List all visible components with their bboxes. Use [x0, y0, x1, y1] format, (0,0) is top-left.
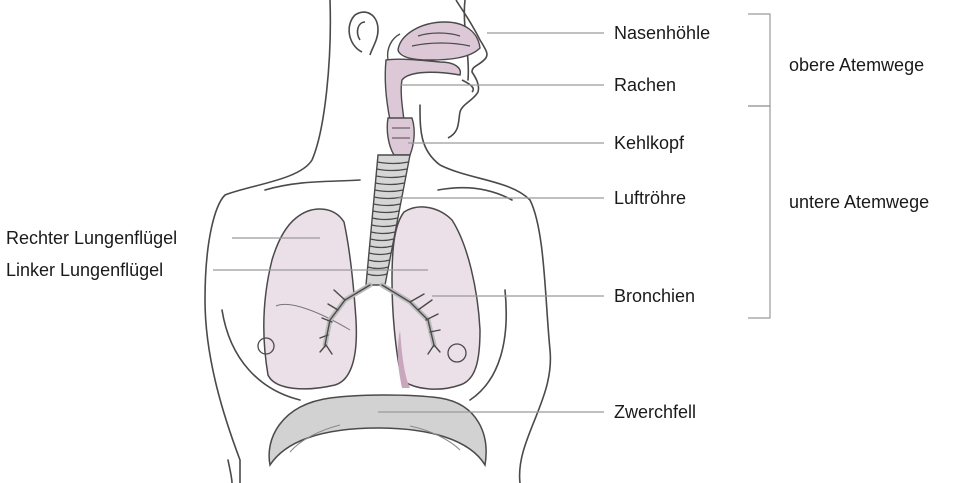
label-rachen: Rachen: [614, 74, 676, 96]
label-rechter-lungenfluegel: Rechter Lungenflügel: [6, 227, 177, 249]
ear: [349, 12, 378, 55]
label-linker-lungenfluegel: Linker Lungenflügel: [6, 259, 163, 281]
right-lung: [258, 209, 356, 389]
bracket-untere-atemwege: [748, 106, 770, 318]
nasal-cavity: [388, 22, 480, 60]
label-nasenhoehle: Nasenhöhle: [614, 22, 710, 44]
group-label-obere-atemwege: obere Atemwege: [789, 54, 924, 76]
pharynx: [385, 59, 460, 120]
label-bronchien: Bronchien: [614, 285, 695, 307]
label-zwerchfell: Zwerchfell: [614, 401, 696, 423]
larynx: [387, 118, 414, 155]
group-brackets: [748, 14, 770, 318]
group-label-untere-atemwege: untere Atemwege: [789, 191, 929, 213]
diaphragm: [269, 395, 486, 465]
label-luftroehre: Luftröhre: [614, 187, 686, 209]
label-kehlkopf: Kehlkopf: [614, 132, 684, 154]
bracket-obere-atemwege: [748, 14, 770, 106]
